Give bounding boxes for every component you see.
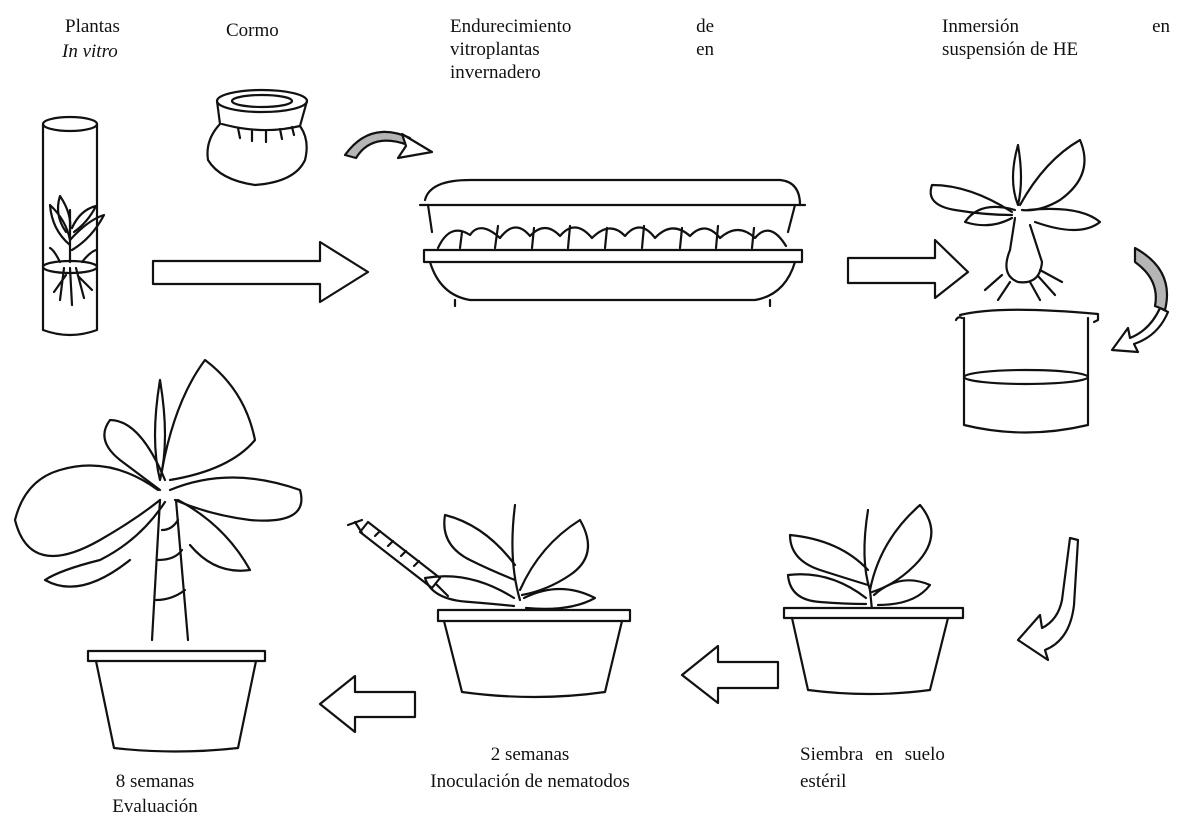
potted-plant-evaluation-icon — [15, 360, 301, 752]
potted-plant-siembra-icon — [784, 505, 963, 694]
greenhouse-tray-icon — [420, 180, 805, 306]
arrow-left-icon — [320, 676, 415, 732]
arrow-left-icon — [682, 646, 778, 703]
curved-arrow-icon — [345, 132, 432, 158]
in-vitro-tube-icon — [43, 117, 104, 335]
arrow-right-icon — [848, 240, 968, 298]
potted-plant-inoculation-icon — [425, 505, 630, 697]
syringe-icon — [348, 520, 448, 596]
curved-arrow-icon — [1018, 538, 1078, 660]
corm-icon — [208, 90, 308, 185]
arrow-right-icon — [153, 242, 368, 302]
curved-arrow-icon — [1112, 248, 1168, 352]
beaker-icon — [956, 310, 1098, 433]
